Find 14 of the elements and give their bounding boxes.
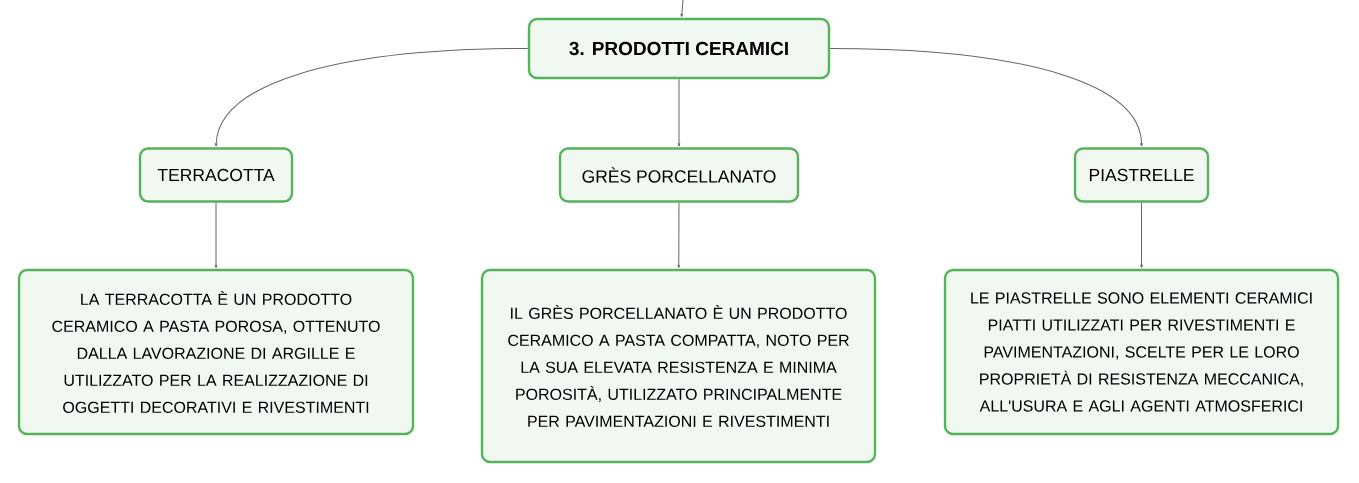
description-box: LE PIASTRELLE SONO ELEMENTI CERAMICI PIATTI UTILIZZATI PER RIVESTIMENTI E PAVIMENTAZIONI, SCELTE PER LE LORO PROPRIETÀ DI RESISTENZA MECCANICA, ALL'USURA E AGLI AGENTI ATMOSFERICI bbox=[943, 268, 1340, 436]
topic-box: GRÈS PORCELLANATO bbox=[558, 147, 800, 203]
arrow bbox=[214, 48, 529, 147]
arrow bbox=[1140, 202, 1143, 269]
description-box: LA TERRACOTTA È UN PRODOTTO CERAMICO A PASTA POROSA, OTTENUTO DALLA LAVORAZIONE DI ARGILLE E UTILIZZATO PER LA REALIZZAZIONE DI OGGETTI DECORATIVI E RIVESTIMENTI bbox=[17, 268, 415, 436]
topic-box: TERRACOTTA bbox=[138, 147, 294, 203]
arrow bbox=[829, 48, 1143, 147]
arrow bbox=[677, 78, 681, 147]
central-topic-box: 3. PRODOTTI CERAMICI bbox=[527, 17, 831, 80]
topic-box: PIASTRELLE bbox=[1073, 147, 1210, 203]
arrow bbox=[677, 202, 681, 269]
arrow bbox=[680, 0, 684, 18]
description-box: IL GRÈS PORCELLANATO È UN PRODOTTO CERAMICO A PASTA COMPATTA, NOTO PER LA SUA ELEVATA RESISTENZA E MINIMA POROSITÀ, UTILIZZATO PRINCIPALMENTE PER PAVIMENTAZIONI E RIVESTIMENTI bbox=[480, 268, 877, 464]
arrow bbox=[214, 202, 218, 269]
